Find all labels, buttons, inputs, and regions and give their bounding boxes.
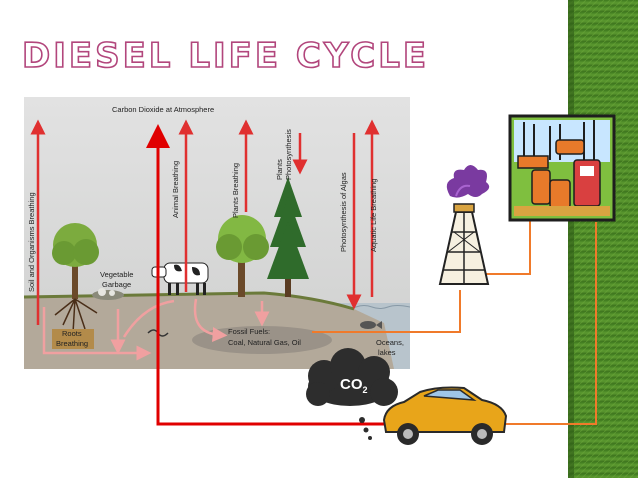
fossil-fuels-label-2: Coal, Natural Gas, Oil — [228, 338, 301, 347]
atmosphere-label: Carbon Dioxide at Atmosphere — [112, 105, 215, 114]
tree-left — [52, 223, 99, 334]
co2-label: CO2 — [340, 376, 368, 395]
vegetable-garbage-label-1: Vegetable — [100, 270, 134, 279]
red-arrows-up — [30, 119, 380, 325]
car-icon — [382, 386, 508, 445]
red-arrows-down — [292, 133, 362, 310]
fish — [360, 321, 382, 329]
oceans-label-1: Oceans, — [376, 338, 404, 347]
decorative-green-band — [568, 0, 638, 478]
roots-breathing-label-1: Roots — [62, 329, 82, 338]
co2-subscript: 2 — [362, 385, 368, 395]
vegetable-garbage — [92, 288, 124, 300]
oceans-label-2: lakes — [378, 348, 396, 357]
co2-cloud — [306, 348, 398, 440]
pine-tree — [267, 177, 309, 297]
vegetable-garbage-label-2: Garbage — [102, 280, 132, 289]
fuel-flow-lines — [312, 212, 597, 425]
slide-title: DIESEL LIFE CYCLE — [21, 35, 430, 77]
refinery-icon — [508, 114, 616, 222]
tree-middle — [216, 215, 269, 297]
roots-breathing-label-2: Breathing — [56, 339, 89, 348]
oil-rig-icon — [438, 165, 490, 285]
co2-main: CO — [340, 376, 363, 393]
pink-arrows-soil — [42, 298, 270, 361]
roots-box — [52, 329, 94, 349]
fossil-fuels-label-1: Fossil Fuels: — [228, 327, 271, 336]
exhaust-flow-line — [146, 124, 384, 426]
